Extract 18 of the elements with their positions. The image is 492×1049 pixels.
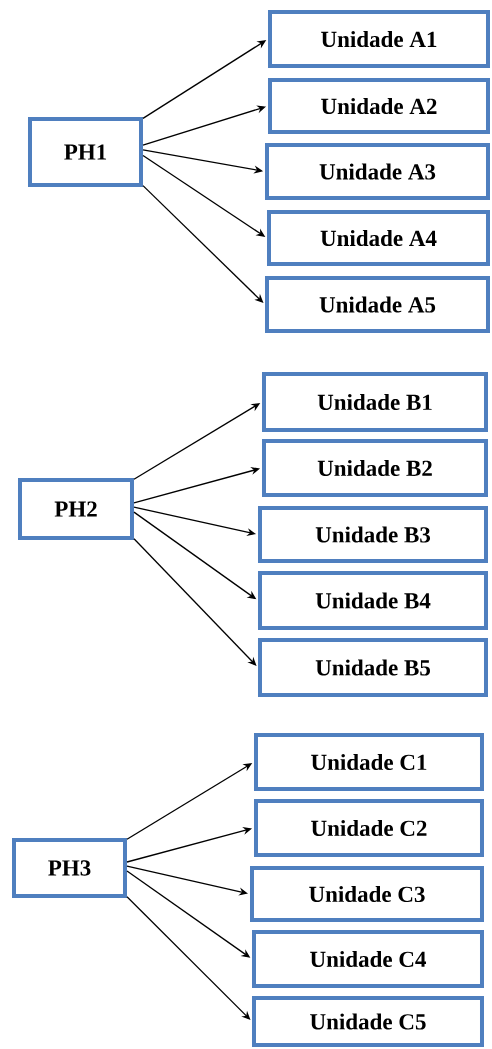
process-box: Unidade C4 [252,930,484,988]
process-box: PH1 [28,117,143,187]
process-box: Unidade A3 [265,143,490,200]
process-box: Unidade A5 [265,276,490,333]
process-box: Unidade C3 [250,866,484,922]
process-box: PH2 [18,478,134,540]
process-box: Unidade C5 [252,996,484,1047]
process-box: Unidade C2 [254,799,484,857]
process-box: Unidade B4 [258,571,488,630]
process-box: PH3 [12,838,127,898]
process-box: Unidade B1 [262,372,488,432]
process-box: Unidade C1 [254,733,484,791]
process-box: Unidade B3 [258,506,488,563]
process-box: Unidade A1 [268,10,490,68]
process-box: Unidade A2 [268,78,490,134]
process-box: Unidade A4 [267,210,490,266]
process-box: Unidade B2 [262,439,488,497]
process-box: Unidade B5 [258,638,488,697]
